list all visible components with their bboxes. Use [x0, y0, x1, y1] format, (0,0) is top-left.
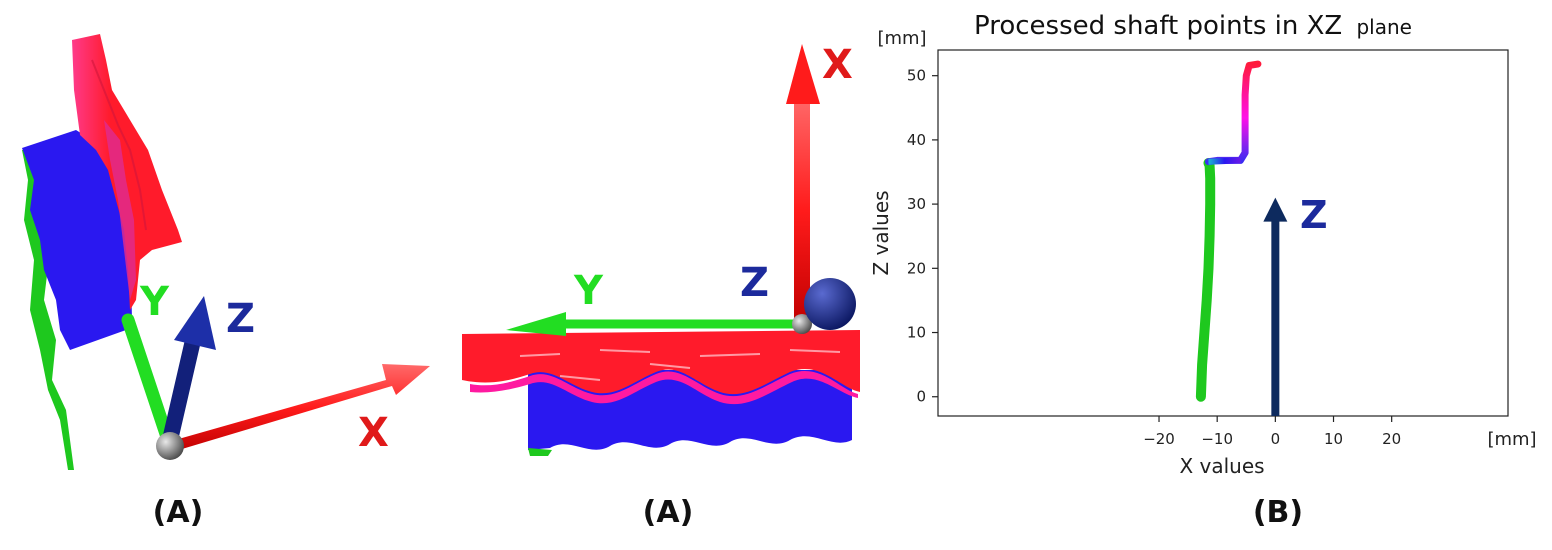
series-line	[1195, 158, 1216, 402]
z-annotation: Z	[1263, 193, 1328, 416]
green-edge	[528, 448, 552, 456]
magenta-fold	[104, 120, 136, 300]
red-surface	[72, 34, 182, 310]
z-axis-arrowhead	[174, 296, 216, 350]
axis-label-y: Y	[139, 279, 170, 325]
y-tick-label: 30	[907, 195, 926, 213]
x-axis-arrow	[794, 96, 810, 326]
series-step	[1208, 157, 1241, 165]
y-tick-label: 10	[907, 324, 926, 342]
x-tick-label: −10	[1201, 430, 1233, 448]
y-tick-label: 0	[916, 388, 926, 406]
chart-title-suffix: plane	[1356, 15, 1412, 39]
z-axis-arrow	[162, 328, 202, 448]
origin-ball	[156, 432, 184, 460]
x-tick-label: −20	[1143, 430, 1175, 448]
x-axis-label: X values	[1179, 454, 1264, 478]
speckle-hint	[519, 349, 841, 381]
y-ticks: 0 10 20 30 40 50	[907, 67, 938, 406]
panel-caption: (A)	[643, 495, 694, 530]
axis-label-z: Z	[740, 260, 769, 306]
x-tick-label: 0	[1271, 430, 1281, 448]
red-surface	[462, 330, 860, 395]
y-unit-label: [mm]	[877, 28, 926, 49]
x-tick-label: 10	[1324, 430, 1343, 448]
axis-label-x: X	[822, 42, 853, 88]
axis-label-z: Z	[226, 296, 255, 342]
z-annotation-arrowhead	[1263, 197, 1288, 222]
panel-caption: (B)	[1253, 495, 1303, 530]
series-line	[1205, 60, 1262, 166]
panel-caption: (A)	[153, 495, 204, 530]
x-tick-label: 20	[1382, 430, 1401, 448]
green-surface	[22, 150, 74, 470]
x-ticks: −20 −10 0 10 20	[1143, 416, 1401, 448]
chart-title: Processed shaft points in XZ plane	[974, 11, 1412, 41]
chart-title-main: Processed shaft points in XZ	[974, 11, 1342, 41]
x-unit-label: [mm]	[1487, 429, 1536, 450]
axis-label-y: Y	[573, 268, 604, 314]
panel-middle-3d-view: Y Z X (A)	[462, 42, 860, 530]
blue-surface	[22, 130, 132, 350]
y-tick-label: 20	[907, 259, 926, 277]
z-annotation-arrow	[1271, 219, 1280, 416]
data-series	[1195, 60, 1262, 402]
y-tick-label: 50	[907, 67, 926, 85]
x-axis-arrowhead	[786, 44, 820, 104]
x-axis-arrow	[168, 364, 430, 452]
y-axis-arrowhead	[506, 312, 566, 336]
y-tick-label: 40	[907, 131, 926, 149]
axis-label-x: X	[358, 410, 389, 456]
plot-area	[937, 49, 1509, 417]
origin-ball	[792, 314, 812, 334]
y-axis-arrow	[121, 313, 175, 447]
y-axis-label: Z values	[869, 190, 893, 275]
red-surface-ridge	[91, 59, 147, 231]
z-annotation-label: Z	[1300, 193, 1328, 237]
panel-left-3d-view: Y Z X (A)	[22, 34, 430, 530]
z-axis-ball	[804, 278, 856, 330]
magenta-wave	[470, 371, 858, 405]
panel-right-plot: Processed shaft points in XZ plane [mm] …	[869, 11, 1537, 530]
